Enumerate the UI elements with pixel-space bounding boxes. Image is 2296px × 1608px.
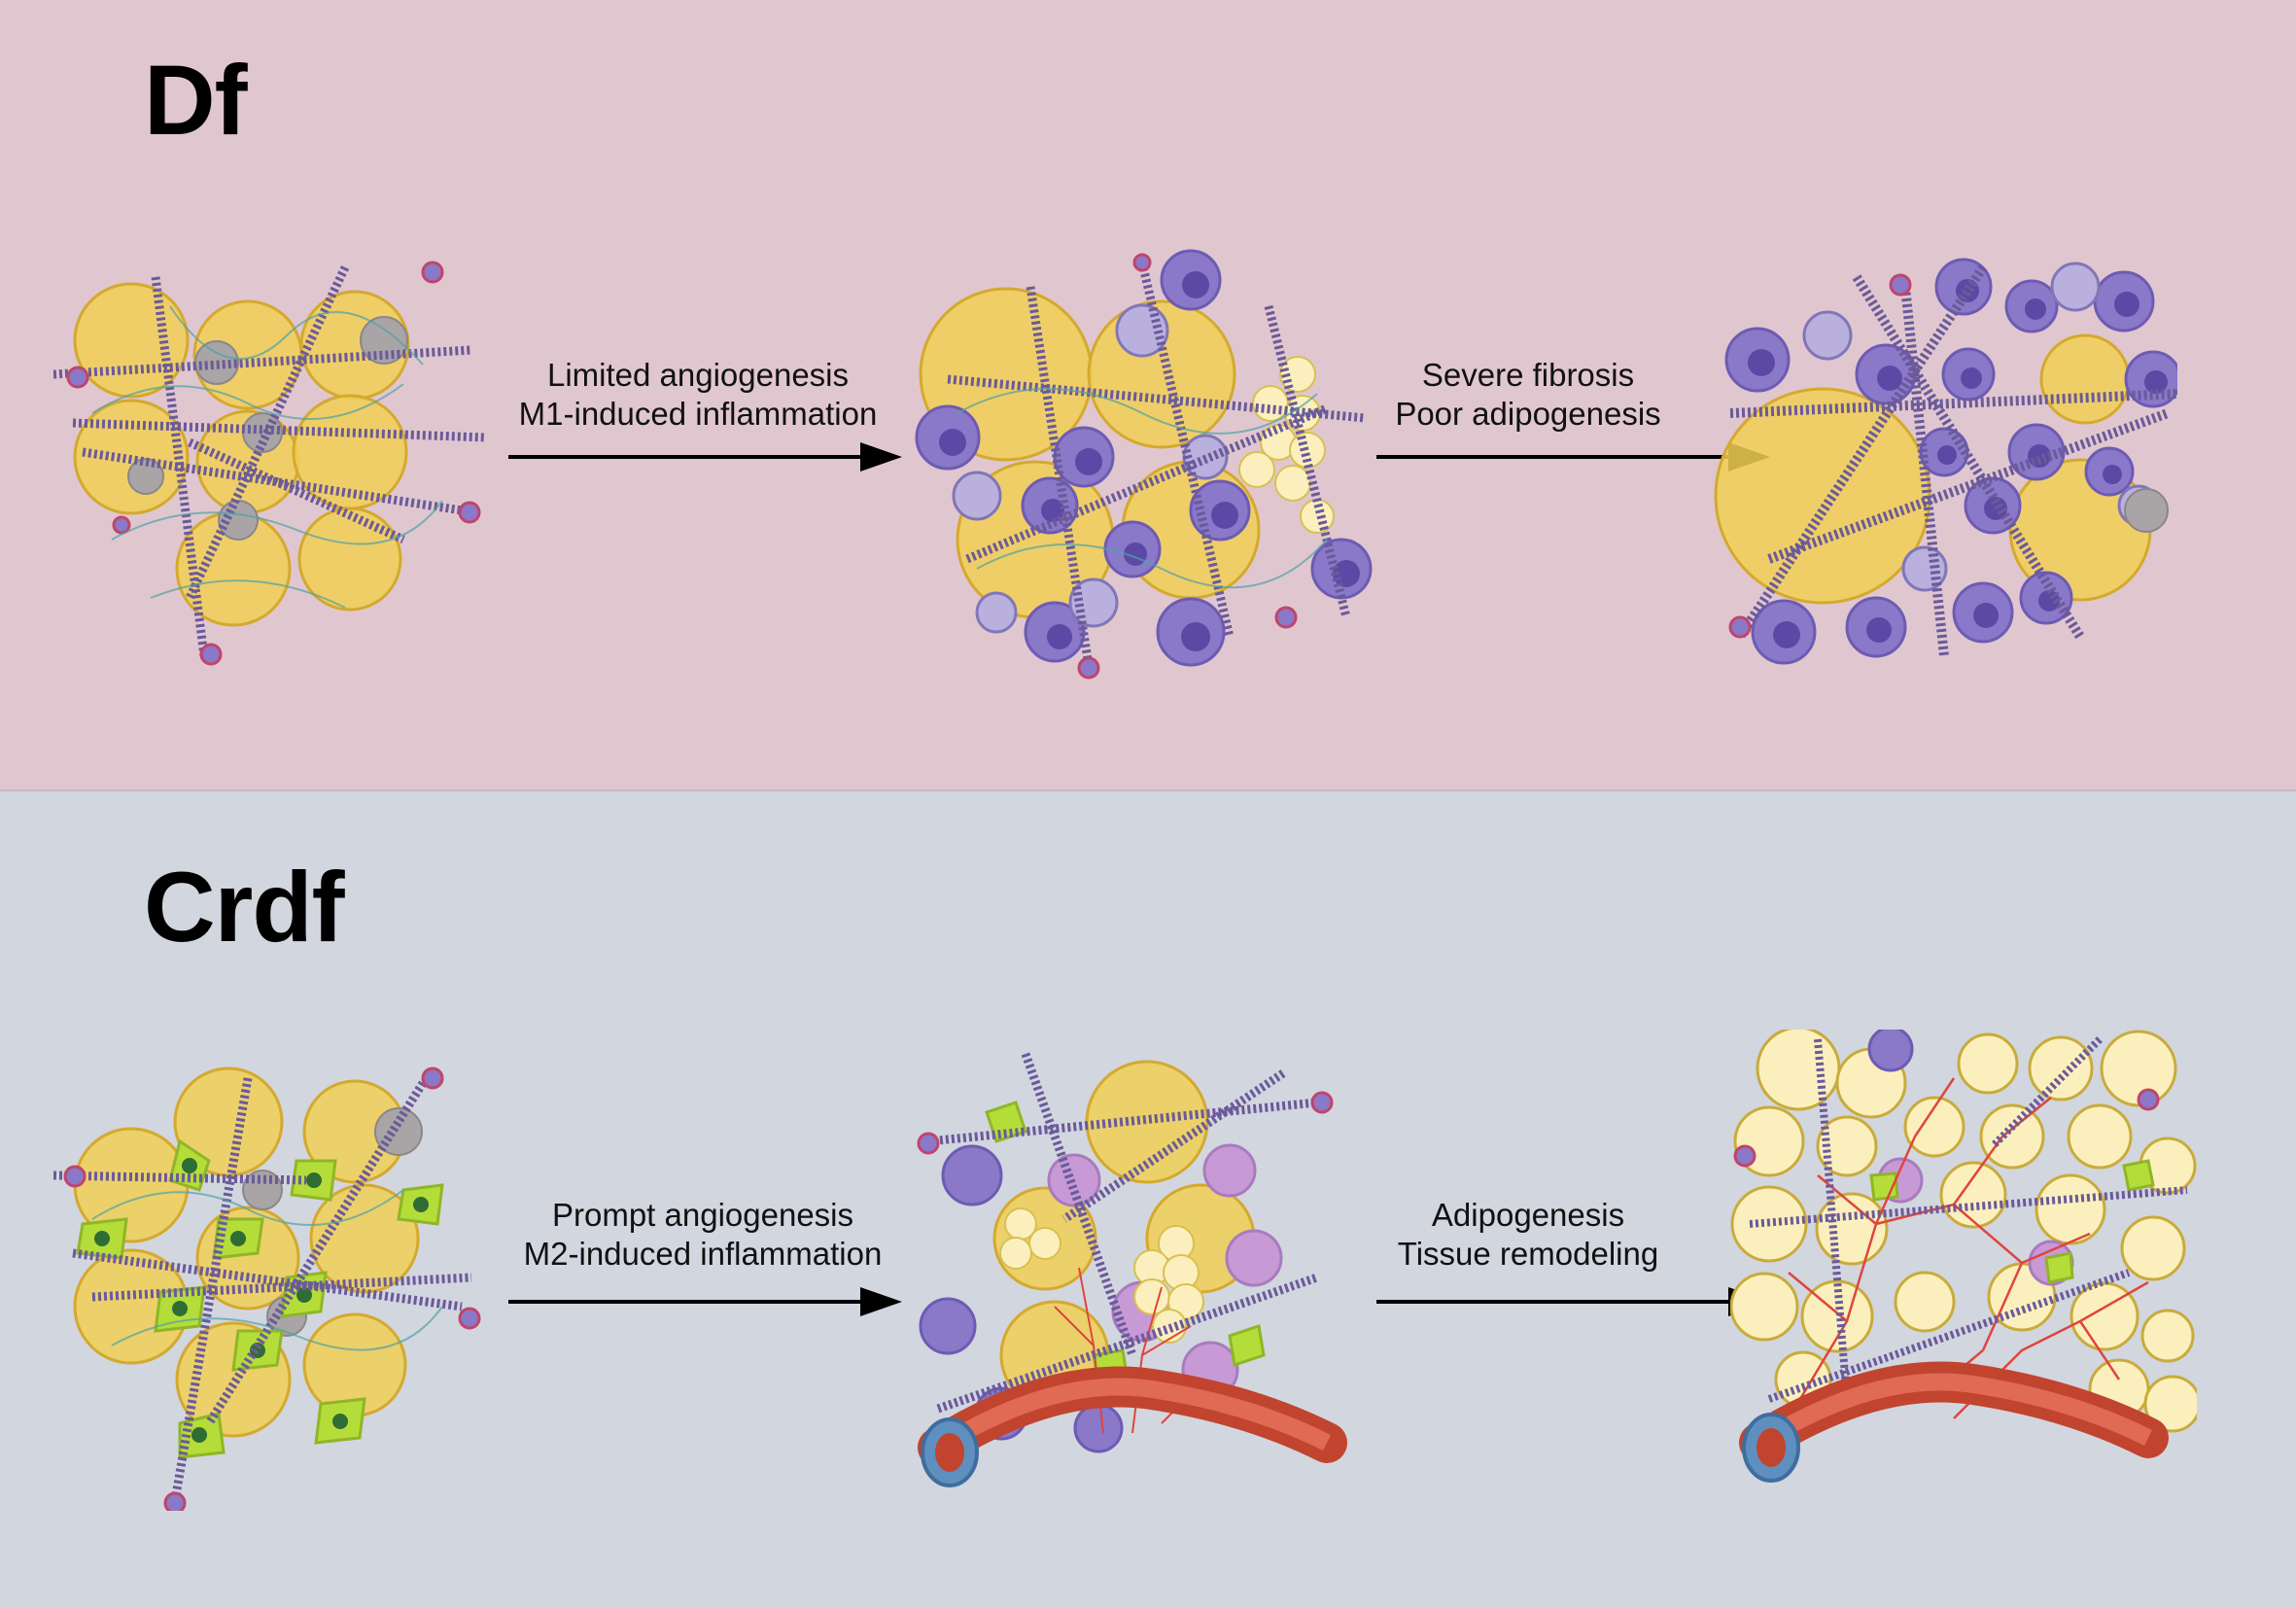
collagen-fibers (927, 1052, 1319, 1414)
df-transition-1-arrow (508, 442, 902, 472)
fibroblast-remnants (2124, 488, 2169, 533)
collagen-fibers (1749, 1036, 2188, 1403)
crdf-stage-1-scaffold (53, 1066, 481, 1511)
preadipocyte-cluster (999, 1207, 1204, 1344)
nerve-fiber-endings (66, 261, 481, 666)
nerve-fiber-endings (917, 1091, 1334, 1155)
crdf-transition-2-label: Adipogenesis Tissue remodeling (1324, 1196, 1732, 1274)
granulated-immune-cells (952, 303, 1229, 634)
preadipocyte-cluster (1238, 356, 1335, 534)
nerve-fiber-endings (1077, 253, 1298, 680)
microfibril-network (91, 1189, 443, 1351)
crdf-transition-1-line1: Prompt angiogenesis (551, 1197, 854, 1233)
df-stage-1-scaffold (53, 261, 487, 666)
crdf-transition-2-arrow (1376, 1287, 1770, 1316)
df-stage-2-inflammation (915, 249, 1373, 680)
df-transition-2-line2: Poor adipogenesis (1395, 396, 1661, 432)
crdf-transition-2-line2: Tissue remodeling (1397, 1236, 1659, 1272)
crdf-transition-1-arrow (508, 1287, 902, 1316)
df-transition-1-line2: M1-induced inflammation (518, 396, 878, 432)
stem-cell-nuclei (94, 1158, 429, 1443)
df-transition-2-label: Severe fibrosis Poor adipogenesis (1324, 356, 1732, 434)
df-stage-3-fibrosis (1714, 258, 2177, 665)
nerve-fiber-endings (1728, 273, 1912, 639)
df-panel: Df Limited angiogenesis M1-induced infla… (0, 0, 2296, 789)
crdf-transition-1-line2: M2-induced inflammation (523, 1236, 883, 1272)
nerve-fiber-endings (63, 1066, 481, 1511)
new-adipocytes (1730, 1030, 2197, 1433)
df-transition-1-label: Limited angiogenesis M1-induced inflamma… (494, 356, 902, 434)
blood-vessel (918, 1366, 1347, 1487)
df-panel-label: Df (144, 45, 248, 156)
crdf-transition-2-line1: Adipogenesis (1431, 1197, 1625, 1233)
collagen-fibers (1729, 264, 2177, 657)
macrophage-nuclei (1748, 279, 2168, 648)
crdf-panel-label: Crdf (144, 852, 345, 962)
nerve-fiber-endings (1733, 1088, 2160, 1168)
microfibril-network (957, 388, 1328, 589)
df-transition-2-line1: Severe fibrosis (1421, 357, 1635, 393)
crdf-panel: Crdf (0, 789, 2296, 1608)
m1-macrophages (1867, 1030, 1914, 1072)
df-transition-1-line1: Limited angiogenesis (546, 357, 850, 393)
crdf-stage-2-angiogenesis (917, 1052, 1347, 1487)
collagen-fibers (53, 265, 487, 657)
microfibril-network (91, 305, 443, 609)
crdf-stage-3-remodeling (1730, 1030, 2197, 1483)
crdf-transition-1-label: Prompt angiogenesis M2-induced inflammat… (499, 1196, 907, 1274)
collagen-fibers (53, 1077, 472, 1502)
collagen-fibers (947, 261, 1367, 667)
blood-vessel (1739, 1361, 2169, 1483)
